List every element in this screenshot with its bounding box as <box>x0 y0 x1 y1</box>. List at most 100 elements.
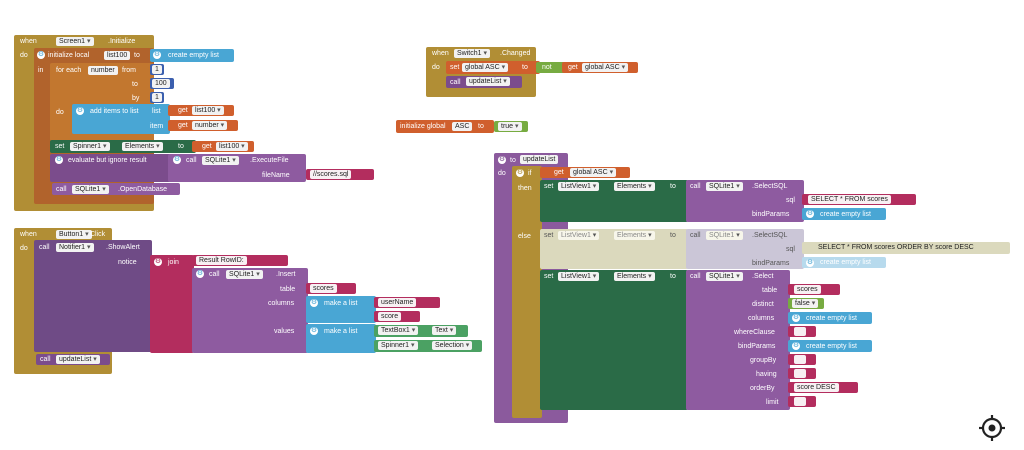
select-sql-block[interactable]: call SQLite1 .SelectSQL sql bindParams <box>686 180 804 222</box>
empty-text-block[interactable] <box>788 368 816 379</box>
text-value[interactable] <box>794 369 806 378</box>
number-block[interactable]: 1 <box>150 64 164 75</box>
procedure-name-field[interactable]: updateList <box>520 155 559 164</box>
text-value[interactable]: score DESC <box>794 383 839 392</box>
text-value[interactable]: SELECT * FROM scores <box>808 195 891 204</box>
component-dropdown[interactable]: TextBox1 <box>378 326 419 335</box>
initialize-global-block[interactable]: initialize global ASC to <box>396 120 494 133</box>
get-global-asc-block[interactable]: get global ASC <box>562 62 638 73</box>
false-block[interactable]: false <box>788 298 824 309</box>
component-dropdown[interactable]: ListView1 <box>558 182 600 191</box>
gear-icon[interactable]: ⚙ <box>498 156 506 164</box>
get-global-asc-block[interactable]: get global ASC <box>540 167 630 178</box>
text-value[interactable]: SELECT * FROM scores ORDER BY score DESC <box>818 244 974 251</box>
disabled-set-listview-block[interactable]: set ListView1 Elements to <box>540 229 688 269</box>
property-dropdown[interactable]: Elements <box>614 231 655 240</box>
text-block[interactable]: score <box>374 311 420 322</box>
gear-icon[interactable]: ⚙ <box>792 314 800 322</box>
disabled-text-block[interactable]: SELECT * FROM scores ORDER BY score DESC <box>802 242 1010 254</box>
property-dropdown[interactable]: Elements <box>614 182 655 191</box>
component-dropdown[interactable]: SQLite1 <box>202 156 239 165</box>
insert-block[interactable]: ⚙ call SQLite1 .Insert table columns val… <box>192 268 308 353</box>
property-dropdown[interactable]: Elements <box>122 142 163 151</box>
gear-icon[interactable]: ⚙ <box>310 299 318 307</box>
text-value[interactable]: Result RowID: <box>196 256 247 265</box>
var-dropdown[interactable]: list100 <box>216 142 248 151</box>
text-value[interactable]: scores <box>794 285 821 294</box>
text-block[interactable]: //scores.sql <box>306 169 374 180</box>
text-value[interactable]: userName <box>378 298 417 307</box>
procedure-dropdown[interactable]: updateList <box>466 77 510 86</box>
component-dropdown[interactable]: Spinner1 <box>378 341 418 350</box>
make-list-block[interactable]: ⚙ make a list <box>306 296 376 323</box>
local-name-field[interactable]: list100 <box>104 51 131 60</box>
text-block[interactable]: score DESC <box>788 382 858 393</box>
text-block[interactable]: Result RowID: <box>192 255 288 266</box>
get-list100-block[interactable]: get list100 <box>192 141 254 152</box>
create-empty-list-block[interactable]: ⚙ create empty list <box>788 312 872 324</box>
evaluate-ignore-block[interactable]: ⚙ evaluate but ignore result <box>50 154 174 182</box>
execute-file-block[interactable]: ⚙ call SQLite1 .ExecuteFile fileName <box>168 154 306 182</box>
component-dropdown[interactable]: ListView1 <box>558 231 600 240</box>
component-dropdown[interactable]: SQLite1 <box>706 182 743 191</box>
component-dropdown[interactable]: SQLite1 <box>706 231 743 240</box>
text-value[interactable] <box>794 397 806 406</box>
text-block[interactable]: userName <box>374 297 440 308</box>
set-global-asc-block[interactable]: set global ASC to <box>446 61 540 74</box>
empty-text-block[interactable] <box>788 326 816 337</box>
create-empty-list-block[interactable]: ⚙ create empty list <box>802 208 886 220</box>
component-dropdown[interactable]: ListView1 <box>558 272 600 281</box>
gear-icon[interactable]: ⚙ <box>806 210 814 218</box>
text-value[interactable]: //scores.sql <box>310 170 352 179</box>
textbox-text-getter-block[interactable]: TextBox1 Text <box>374 325 468 337</box>
call-updatelist-block[interactable]: call updateList <box>36 354 110 365</box>
create-empty-list-block[interactable]: ⚙ create empty list <box>788 340 872 352</box>
gear-icon[interactable]: ⚙ <box>196 270 204 278</box>
var-dropdown[interactable]: global ASC <box>582 63 629 72</box>
text-value[interactable]: score <box>378 312 402 321</box>
make-list-block[interactable]: ⚙ make a list <box>306 324 376 353</box>
get-list100-block[interactable]: get list100 <box>168 105 234 116</box>
gear-icon[interactable]: ⚙ <box>76 107 84 115</box>
gear-icon[interactable]: ⚙ <box>55 156 63 164</box>
property-dropdown[interactable]: Text <box>432 326 457 335</box>
var-dropdown[interactable]: number <box>192 121 228 130</box>
text-block[interactable]: SELECT * FROM scores <box>802 194 916 205</box>
not-block[interactable]: not <box>536 62 566 73</box>
component-dropdown[interactable]: Screen1 <box>56 37 94 46</box>
empty-text-block[interactable] <box>788 396 816 407</box>
gear-icon[interactable]: ⚙ <box>792 342 800 350</box>
gear-icon[interactable]: ⚙ <box>154 258 162 266</box>
procedure-dropdown[interactable]: updateList <box>56 355 100 364</box>
loop-var-field[interactable]: number <box>88 66 118 75</box>
component-dropdown[interactable]: SQLite1 <box>706 272 743 281</box>
component-dropdown[interactable]: Notifier1 <box>56 243 94 252</box>
component-dropdown[interactable]: SQLite1 <box>72 185 109 194</box>
text-value[interactable] <box>794 355 806 364</box>
property-dropdown[interactable]: Elements <box>614 272 655 281</box>
boolean-dropdown[interactable]: false <box>792 299 819 308</box>
gear-icon[interactable]: ⚙ <box>516 169 524 177</box>
show-alert-block[interactable]: call Notifier1 .ShowAlert notice <box>34 240 152 352</box>
set-listview-elements-block[interactable]: set ListView1 Elements to <box>540 270 688 410</box>
property-dropdown[interactable]: Selection <box>432 341 473 350</box>
get-number-block[interactable]: get number <box>168 120 238 131</box>
text-block[interactable]: scores <box>306 283 356 294</box>
gear-icon[interactable]: ⚙ <box>173 156 181 164</box>
join-block[interactable]: ⚙ join <box>150 255 194 353</box>
component-dropdown[interactable]: Button1 <box>56 230 92 239</box>
crosshair-icon[interactable] <box>978 414 1006 442</box>
true-block[interactable]: true <box>494 121 528 132</box>
select-block[interactable]: call SQLite1 .Select table distinct colu… <box>686 270 790 410</box>
set-spinner-elements-block[interactable]: set Spinner1 Elements to <box>50 140 196 153</box>
gear-icon[interactable]: ⚙ <box>37 51 45 59</box>
number-block[interactable]: 100 <box>150 78 174 89</box>
call-updatelist-block[interactable]: call updateList <box>446 76 522 88</box>
number-block[interactable]: 1 <box>150 92 164 103</box>
text-block[interactable]: scores <box>788 284 840 295</box>
boolean-dropdown[interactable]: true <box>498 122 522 131</box>
text-value[interactable] <box>794 327 806 336</box>
gear-icon[interactable]: ⚙ <box>310 327 318 335</box>
disabled-select-sql-block[interactable]: call SQLite1 .SelectSQL sql bindParams <box>686 229 804 269</box>
component-dropdown[interactable]: Spinner1 <box>70 142 110 151</box>
